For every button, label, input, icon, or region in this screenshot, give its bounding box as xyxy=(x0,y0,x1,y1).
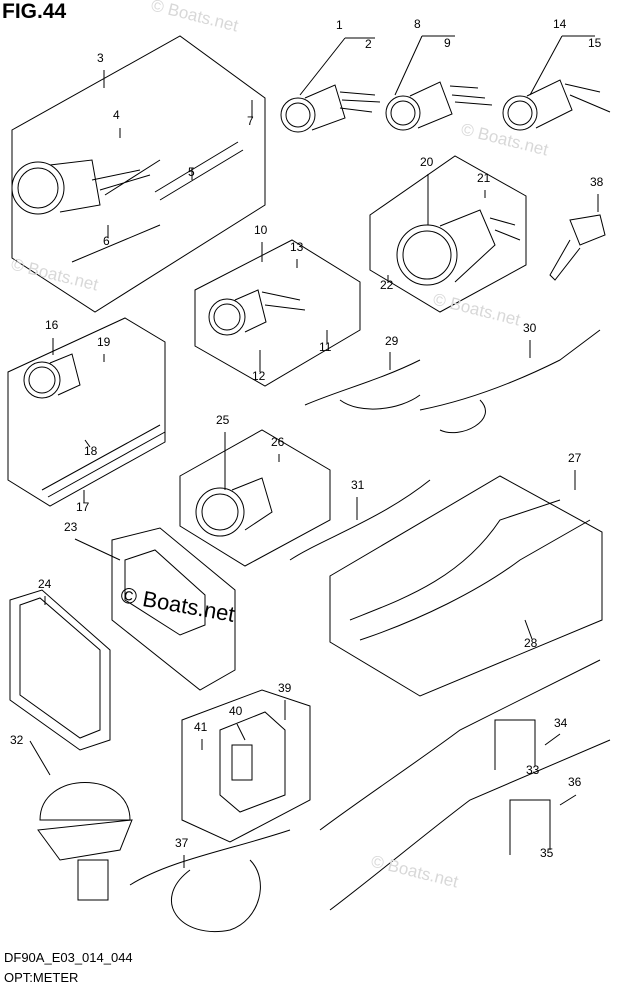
cable-33 xyxy=(319,659,601,831)
callout-40: 40 xyxy=(229,704,243,718)
gauge-10 xyxy=(208,289,306,336)
group-box-27 xyxy=(329,475,603,697)
figure-title: FIG.44 xyxy=(2,0,67,23)
callout-19: 19 xyxy=(97,335,111,349)
gauge-25 xyxy=(195,477,273,537)
callout-31: 31 xyxy=(351,478,365,492)
gauge-8 xyxy=(385,81,493,131)
callout-16: 16 xyxy=(45,318,59,332)
cable-37 xyxy=(129,829,291,932)
diagram-code: DF90A_E03_014_044 xyxy=(4,950,133,965)
callout-23: 23 xyxy=(64,520,78,534)
callout-35: 35 xyxy=(540,846,554,860)
callout-24: 24 xyxy=(38,577,52,591)
gauge-16 xyxy=(23,353,81,399)
callout-26: 26 xyxy=(271,435,285,449)
callout-2: 2 xyxy=(365,37,372,51)
callout-9: 9 xyxy=(444,36,451,50)
group-box-25 xyxy=(179,429,331,567)
callout-12: 12 xyxy=(252,369,266,383)
callout-1: 1 xyxy=(336,18,343,32)
callout-34: 34 xyxy=(554,716,568,730)
callout-37: 37 xyxy=(175,836,189,850)
callout-7: 7 xyxy=(247,114,254,128)
callout-39: 39 xyxy=(278,681,292,695)
callout-21: 21 xyxy=(477,171,491,185)
display-24 xyxy=(9,589,111,751)
display-23 xyxy=(111,527,236,691)
tie-6 xyxy=(71,224,161,263)
callout-28: 28 xyxy=(524,636,538,650)
callout-14: 14 xyxy=(553,17,567,31)
harness-30 xyxy=(419,329,601,434)
callout-13: 13 xyxy=(290,240,304,254)
callout-18: 18 xyxy=(84,444,98,458)
callout-4: 4 xyxy=(113,108,120,122)
gauge-3 xyxy=(11,159,161,215)
callout-27: 27 xyxy=(568,451,582,465)
callout-17: 17 xyxy=(76,500,90,514)
callout-29: 29 xyxy=(385,334,399,348)
harness-29 xyxy=(304,359,421,410)
callout-5: 5 xyxy=(188,165,195,179)
group-box-10 xyxy=(194,239,361,387)
callout-15: 15 xyxy=(588,36,602,50)
group-box-39 xyxy=(181,689,311,843)
callout-38: 38 xyxy=(590,175,604,189)
callout-6: 6 xyxy=(103,234,110,248)
callout-32: 32 xyxy=(10,733,24,747)
diagram-caption: OPT:METER xyxy=(4,970,79,985)
callout-8: 8 xyxy=(414,17,421,31)
harness-31 xyxy=(289,479,431,561)
rod-17 xyxy=(41,424,166,498)
cable-35 xyxy=(329,739,611,911)
callout-10: 10 xyxy=(254,223,268,237)
group-box-20 xyxy=(369,155,527,313)
lever-38 xyxy=(549,214,606,281)
rod-5 xyxy=(154,141,244,201)
callout-20: 20 xyxy=(420,155,434,169)
group-box-16 xyxy=(7,317,166,507)
gauge-1 xyxy=(280,84,381,133)
callout-25: 25 xyxy=(216,413,230,427)
callout-3: 3 xyxy=(97,51,104,65)
group-box-3 xyxy=(11,35,266,313)
callout-22: 22 xyxy=(380,278,394,292)
callout-41: 41 xyxy=(194,720,208,734)
callout-11: 11 xyxy=(319,340,332,354)
callout-30: 30 xyxy=(523,321,537,335)
leader-lines xyxy=(29,35,599,868)
callout-33: 33 xyxy=(526,763,540,777)
gauge-14 xyxy=(502,79,611,131)
switch-40 xyxy=(219,711,286,813)
gauge-20 xyxy=(396,209,521,286)
harness-27 xyxy=(349,499,591,641)
sensor-32 xyxy=(37,782,133,901)
callout-36: 36 xyxy=(568,775,582,789)
